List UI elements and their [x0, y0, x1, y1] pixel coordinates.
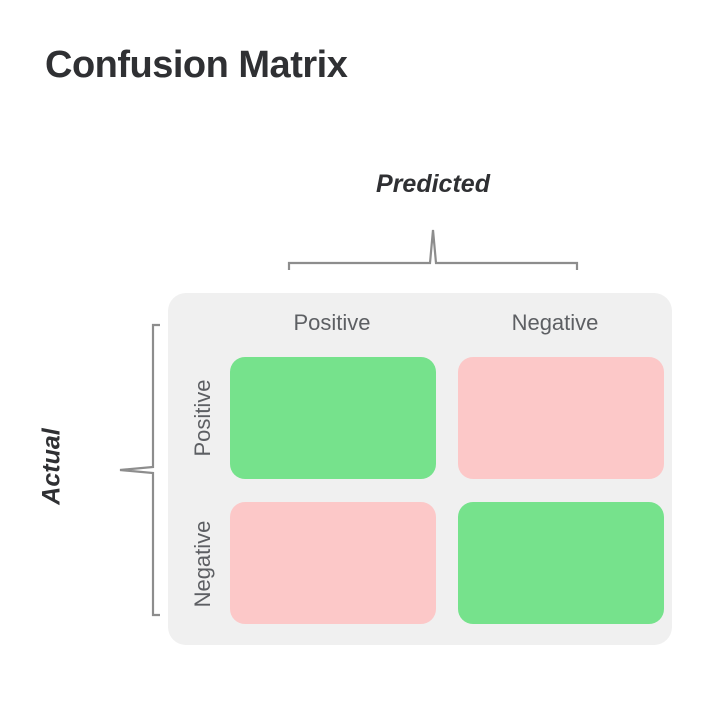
- row-header-negative: Negative: [190, 520, 215, 608]
- top-bracket-icon: [282, 228, 584, 270]
- row-header-positive: Positive: [190, 379, 215, 457]
- column-header-positive: Positive: [293, 310, 371, 335]
- cell-true-negative: [458, 502, 664, 624]
- left-bracket-icon: [118, 318, 160, 622]
- actual-axis-label: Actual: [37, 428, 66, 505]
- cell-false-positive: [230, 502, 436, 624]
- column-header-negative: Negative: [511, 310, 599, 335]
- cell-true-positive: [230, 357, 436, 479]
- cell-false-negative: [458, 357, 664, 479]
- predicted-axis-label: Predicted: [376, 170, 490, 198]
- page-title: Confusion Matrix: [45, 44, 348, 86]
